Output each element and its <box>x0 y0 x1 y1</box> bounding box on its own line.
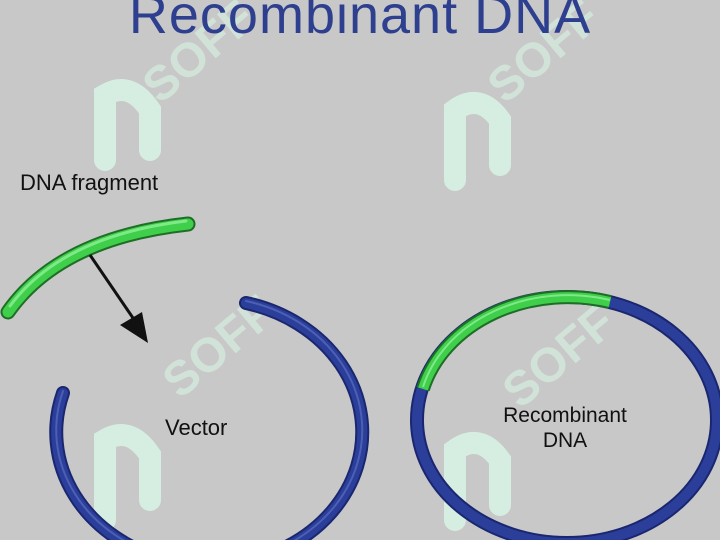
recombinant-plasmid <box>410 290 720 540</box>
recombinant-label-line1: Recombinant <box>503 404 627 427</box>
vector-plasmid <box>49 296 370 540</box>
page-title: Recombinant DNA <box>128 0 592 45</box>
insertion-arrow <box>88 254 148 343</box>
watermark-logo-icon <box>94 79 511 531</box>
watermark-text: SOFF <box>493 296 625 419</box>
recombinant-dna-label: Recombinant DNA <box>480 403 650 453</box>
recombinant-label-line2: DNA <box>542 429 588 452</box>
dna-fragment-label: DNA fragment <box>20 170 159 195</box>
vector-label: Vector <box>165 415 228 440</box>
dna-fragment <box>0 216 196 320</box>
